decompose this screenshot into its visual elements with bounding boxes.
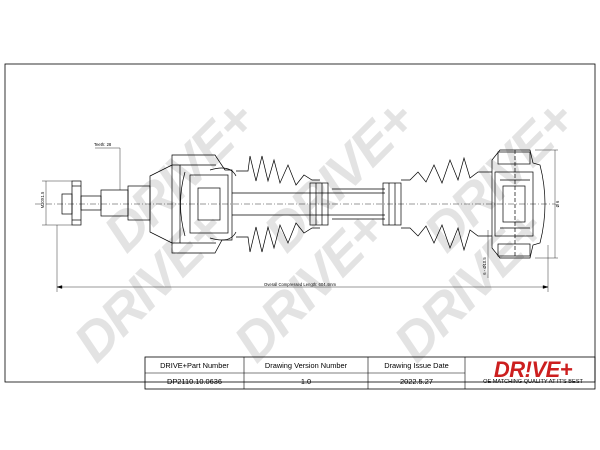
boot-right-top [401,156,492,184]
cv-collar-right-top [497,151,531,165]
cv-housing-right [491,149,546,259]
drive-logo: DR!VE+ [493,357,573,382]
thread-label: M20X1.5 [40,191,45,208]
header-issue-date: Drawing Issue Date [384,360,449,370]
header-part-number: DRIVE+Part Number [160,360,229,370]
value-version-number: 1.0 [300,376,312,386]
header-version-number: Drawing Version Number [264,360,348,370]
logo-tagline: OE MATCHING QUALITY AT IT'S BEST [483,379,583,385]
value-issue-date: 2022.5.27 [400,376,433,386]
cv-cage-left [197,187,221,221]
drive-shaft-drawing [61,149,546,259]
bore-right-label: 6 - Ø10.5 [482,257,487,275]
drawing-frame [4,63,596,383]
cv-bell-left [171,154,233,254]
boot-left-top [236,155,320,186]
spline-shaft-left [80,195,102,211]
teeth-label: Teeth: 28 [94,142,112,147]
boot-clamp-left [309,182,329,226]
cv-inner-left [189,174,229,234]
boot-right-bottom [401,224,492,252]
diameter-right-label: Ø 6 [555,200,560,207]
value-part-number: DP2110.10.0636 [167,376,222,386]
cv-inner-right [494,171,534,237]
cv-collar-right-bottom [497,243,531,257]
cv-inner-race-left [180,171,186,237]
thread-stub-left [71,180,82,226]
cv-cage-right [502,185,526,223]
overall-length-label: Overall Compressed Length: 604.4mm [264,282,336,287]
boot-left-bottom [236,222,320,253]
boot-clamp-right [382,182,402,226]
dimensions [42,147,558,292]
